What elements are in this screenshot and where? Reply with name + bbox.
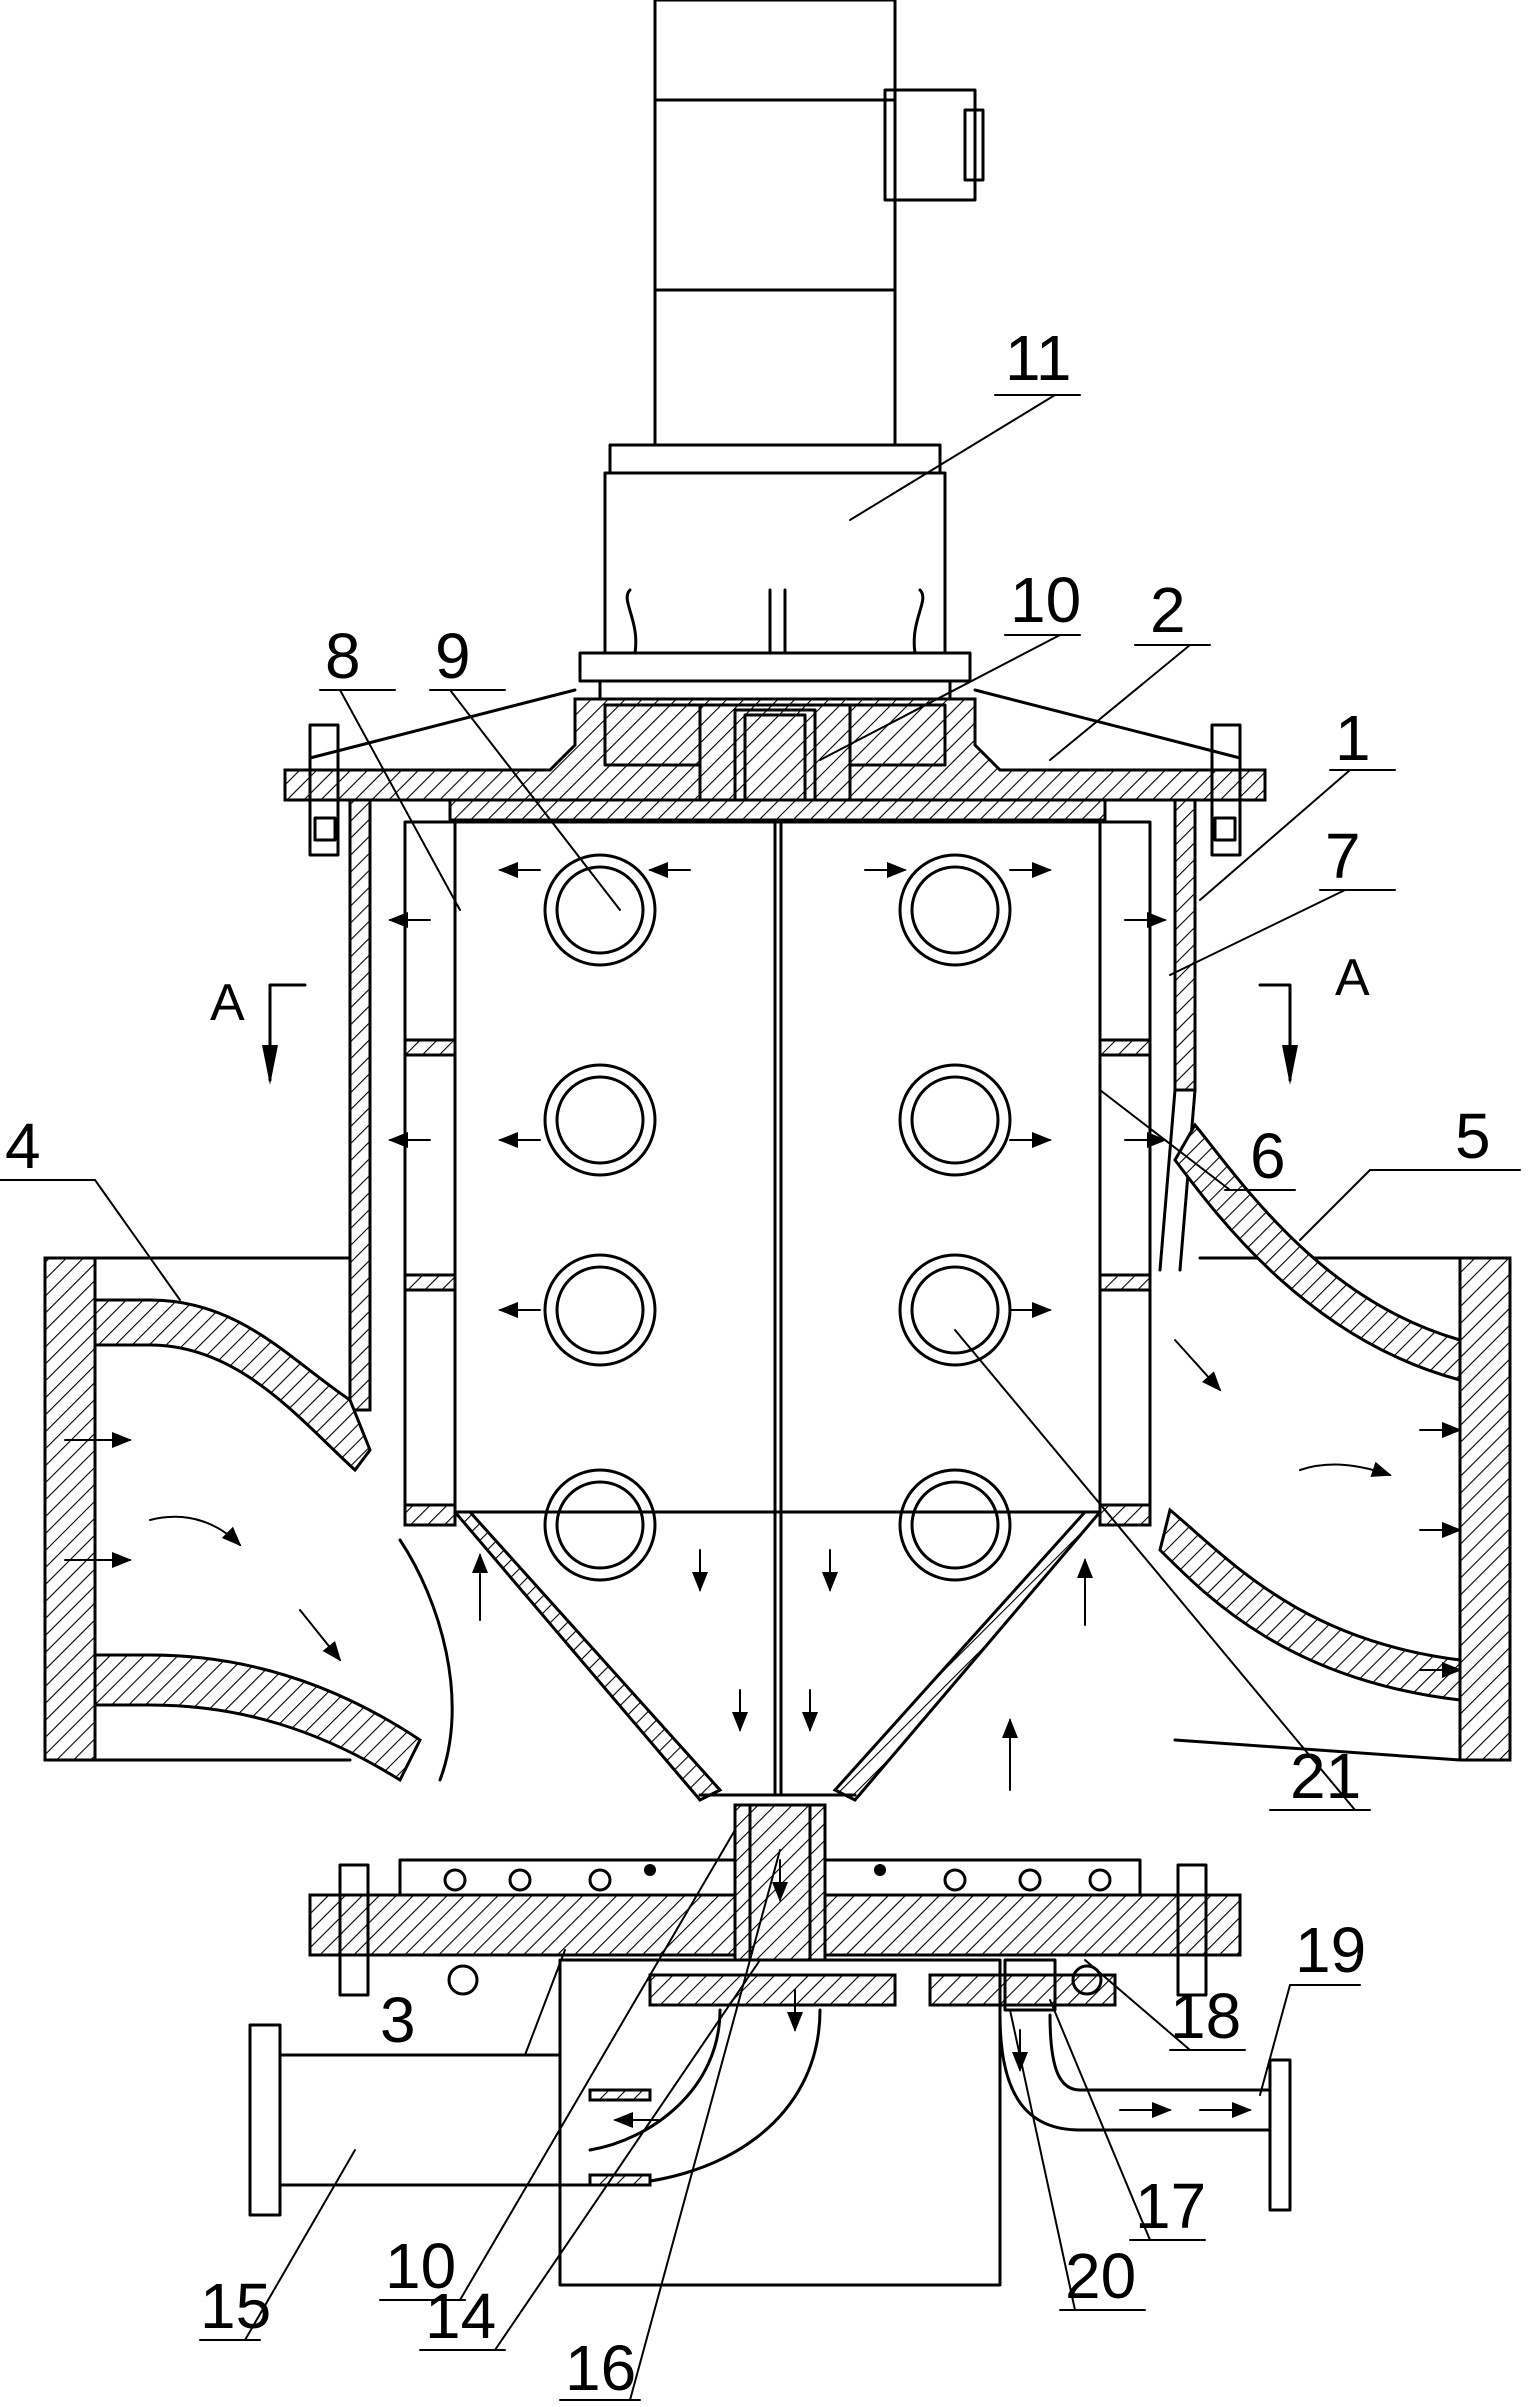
label-5: 5 — [1455, 1100, 1491, 1172]
label-10-top: 10 — [1010, 564, 1081, 636]
housing — [348, 798, 1197, 1412]
motor-actuator — [578, 0, 985, 701]
label-16: 16 — [565, 2332, 636, 2404]
callout-labels: 11 10 2 1 7 8 9 4 5 6 21 3 18 19 17 20 1… — [5, 322, 1491, 2404]
label-8: 8 — [325, 620, 361, 692]
label-14: 14 — [425, 2280, 496, 2352]
section-label-right: A — [1335, 949, 1370, 1007]
drain-line — [998, 1958, 1292, 2212]
label-3: 3 — [380, 1984, 416, 2056]
outlet-pipe — [1158, 1122, 1512, 1762]
label-1: 1 — [1335, 702, 1371, 774]
drain-outlet — [248, 1958, 1002, 2287]
label-21: 21 — [1290, 1740, 1361, 1812]
label-7: 7 — [1325, 820, 1361, 892]
filter-basket — [403, 820, 1152, 1802]
screen-holes — [543, 853, 1012, 1582]
label-18: 18 — [1170, 1980, 1241, 2052]
label-9: 9 — [435, 620, 471, 692]
label-17: 17 — [1135, 2170, 1206, 2242]
inlet-pipe — [43, 1256, 454, 1783]
label-10-bottom: 10 — [385, 2230, 456, 2302]
label-4: 4 — [5, 1110, 41, 1182]
label-2: 2 — [1150, 574, 1186, 646]
section-marks: A A — [210, 949, 1370, 1085]
label-11: 11 — [1005, 322, 1071, 394]
leader-lines — [0, 394, 1521, 2401]
flow-arrows — [64, 862, 1462, 2128]
label-6: 6 — [1250, 1120, 1286, 1192]
section-label-left: A — [210, 974, 245, 1032]
label-15: 15 — [200, 2270, 271, 2342]
bottom-flange — [308, 1803, 1242, 2007]
top-cover — [283, 688, 1267, 857]
label-20: 20 — [1065, 2240, 1136, 2312]
label-19: 19 — [1295, 1914, 1366, 1986]
